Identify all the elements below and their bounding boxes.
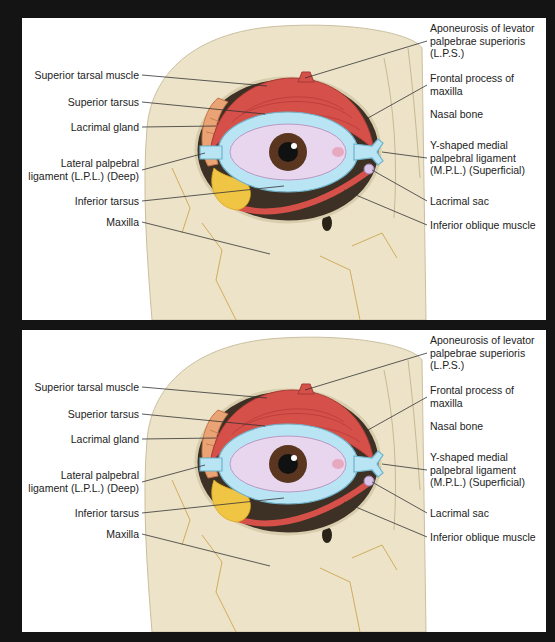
leader-line bbox=[142, 75, 267, 86]
panel-ground bbox=[22, 330, 546, 632]
part-label: Frontal process of maxilla bbox=[430, 72, 544, 97]
part-label: Aponeurosis of levator palpebrae superio… bbox=[430, 334, 544, 372]
leader-line bbox=[368, 397, 427, 430]
leader-line bbox=[305, 41, 427, 78]
part-label: Lacrimal gland bbox=[24, 121, 139, 134]
orbit-drawing bbox=[145, 25, 426, 320]
part-label: Y-shaped medial palpebral ligament (M.P.… bbox=[430, 139, 544, 177]
leader-line bbox=[142, 534, 270, 566]
leader-line bbox=[142, 126, 216, 127]
part-label: Superior tarsal muscle bbox=[24, 69, 139, 82]
leader-line bbox=[142, 102, 265, 114]
part-label: Lateral palpebral ligament (L.P.L.) (Dee… bbox=[24, 157, 139, 182]
part-label: Superior tarsus bbox=[24, 96, 139, 109]
part-label: Frontal process of maxilla bbox=[430, 384, 544, 409]
leader-line bbox=[305, 353, 427, 390]
leader-line bbox=[344, 190, 427, 225]
part-label: Lacrimal gland bbox=[24, 433, 139, 446]
part-label: Maxilla bbox=[24, 528, 139, 541]
part-label: Inferior tarsus bbox=[24, 195, 139, 208]
part-label: Nasal bone bbox=[430, 108, 544, 121]
part-label: Inferior oblique muscle bbox=[430, 219, 544, 232]
panel-ground bbox=[22, 18, 546, 320]
part-label: Maxilla bbox=[24, 216, 139, 229]
leader-line bbox=[142, 186, 284, 201]
leader-line bbox=[142, 438, 216, 439]
part-label: Y-shaped medial palpebral ligament (M.P.… bbox=[430, 451, 544, 489]
leader-line bbox=[142, 414, 265, 426]
part-label: Inferior tarsus bbox=[24, 507, 139, 520]
part-label: Lateral palpebral ligament (L.P.L.) (Dee… bbox=[24, 469, 139, 494]
leader-line bbox=[382, 464, 427, 470]
leader-line bbox=[382, 152, 427, 158]
part-label: Lacrimal sac bbox=[430, 195, 544, 208]
leader-line bbox=[372, 482, 427, 513]
leader-line bbox=[372, 170, 427, 201]
part-label: Aponeurosis of levator palpebrae superio… bbox=[430, 22, 544, 60]
leader-line bbox=[368, 85, 427, 118]
part-label: Inferior oblique muscle bbox=[430, 531, 544, 544]
orbit-drawing bbox=[145, 337, 426, 632]
leader-line bbox=[344, 502, 427, 537]
part-label: Superior tarsus bbox=[24, 408, 139, 421]
leader-line bbox=[142, 387, 267, 398]
leader-line bbox=[142, 465, 205, 482]
part-label: Superior tarsal muscle bbox=[24, 381, 139, 394]
leader-line bbox=[142, 153, 205, 170]
leader-line bbox=[142, 222, 270, 254]
part-label: Nasal bone bbox=[430, 420, 544, 433]
part-label: Lacrimal sac bbox=[430, 507, 544, 520]
leader-lines bbox=[142, 41, 427, 566]
leader-line bbox=[142, 498, 284, 513]
